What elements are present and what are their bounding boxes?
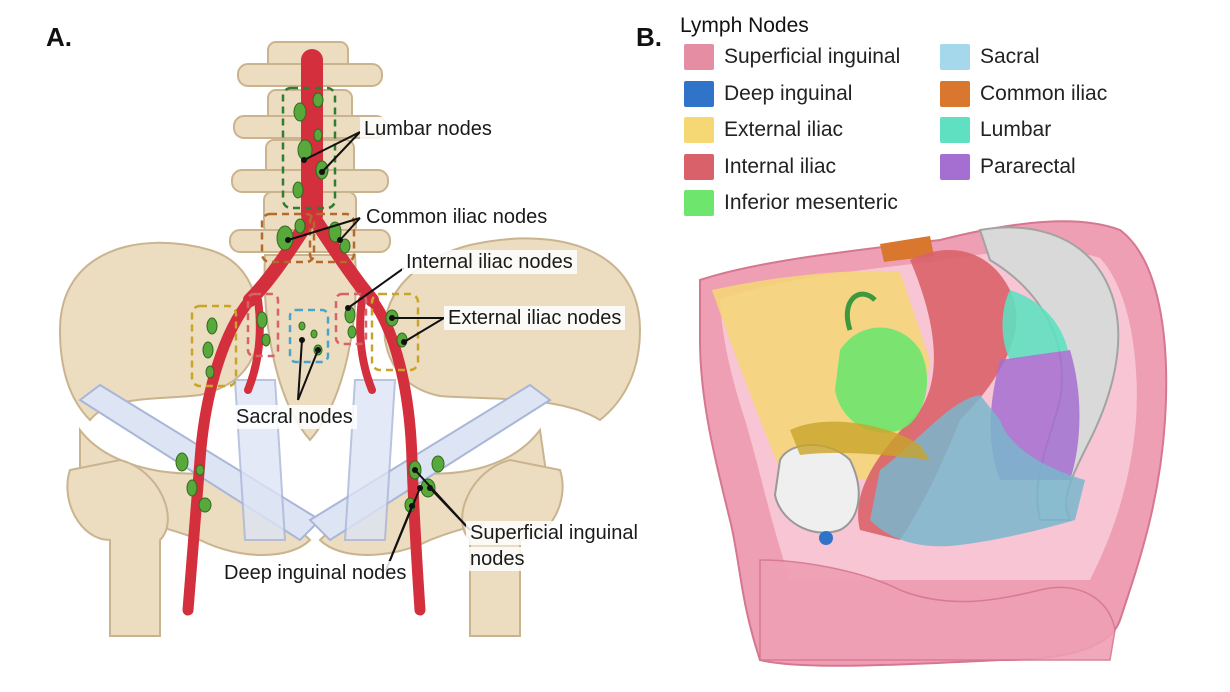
- external-iliac-node-box-left: [190, 304, 238, 388]
- external-iliac-nodes-label: External iliac nodes: [444, 306, 626, 330]
- legend-swatch: [684, 153, 714, 180]
- common-iliac-node-box-left: [260, 212, 316, 264]
- region-inferior-mesenteric: [835, 327, 928, 433]
- legend-item: Common iliac: [940, 79, 1107, 109]
- legend-label: Pararectal: [980, 154, 1076, 178]
- legend-swatch: [684, 80, 714, 107]
- region-deep-inguinal: [819, 531, 833, 545]
- sacral-node-box: [288, 308, 330, 364]
- legend-item: Internal iliac: [684, 152, 836, 182]
- panel-a-label: A.: [46, 22, 72, 52]
- external-iliac-node-box-right: [370, 292, 420, 372]
- internal-iliac-node-box-left: [246, 292, 280, 358]
- lumbar-node-box: [281, 86, 337, 210]
- legend-swatch: [940, 80, 970, 107]
- deep-inguinal-nodes-label: Deep inguinal nodes: [220, 561, 411, 585]
- legend-item: Superficial inguinal: [684, 42, 900, 72]
- sacral-nodes-label: Sacral nodes: [232, 405, 357, 429]
- legend-title: Lymph Nodes: [680, 14, 809, 37]
- legend-label: Superficial inguinal: [724, 45, 901, 68]
- lymph-nodes: [175, 92, 445, 513]
- legend-item: External iliac: [684, 115, 843, 145]
- legend-label: Deep inguinal: [724, 81, 853, 105]
- legend-label: Common iliac: [980, 81, 1108, 105]
- common-iliac-node-box-right: [308, 212, 356, 264]
- legend-label: External iliac: [724, 118, 844, 141]
- superficial-inguinal-label-line2: nodes: [466, 547, 529, 571]
- legend-label: Lumbar: [980, 118, 1052, 141]
- legend-swatch: [684, 117, 714, 143]
- legend-item: Deep inguinal: [684, 79, 852, 109]
- lumbar-vertebrae: [229, 41, 391, 253]
- legend-swatch: [940, 44, 970, 70]
- internal-iliac-nodes-label: Internal iliac nodes: [402, 250, 577, 274]
- superficial-inguinal-label-line1: Superficial inguinal: [466, 521, 642, 545]
- panel-b-label: B.: [636, 22, 662, 52]
- legend-label: Sacral: [980, 45, 1040, 68]
- common-iliac-nodes-label: Common iliac nodes: [362, 205, 552, 229]
- legend-swatch: [684, 44, 714, 70]
- region-sacral: [870, 395, 1085, 547]
- lumbar-nodes-label: Lumbar nodes: [360, 117, 496, 141]
- legend-item: Pararectal: [940, 152, 1076, 182]
- legend-label: Inferior mesenteric: [724, 191, 898, 214]
- legend-item: Sacral: [940, 42, 1040, 72]
- legend-swatch: [684, 190, 714, 216]
- uterus: [790, 421, 930, 460]
- region-lumbar: [1002, 290, 1068, 360]
- callout-lines: [287, 131, 471, 571]
- legend-item: Lumbar: [940, 115, 1051, 145]
- legend-swatch: [940, 117, 970, 143]
- internal-iliac-node-box-right: [334, 292, 368, 346]
- legend-swatch: [940, 153, 970, 180]
- legend-item: Inferior mesenteric: [684, 188, 898, 218]
- legend-label: Internal iliac: [724, 154, 837, 178]
